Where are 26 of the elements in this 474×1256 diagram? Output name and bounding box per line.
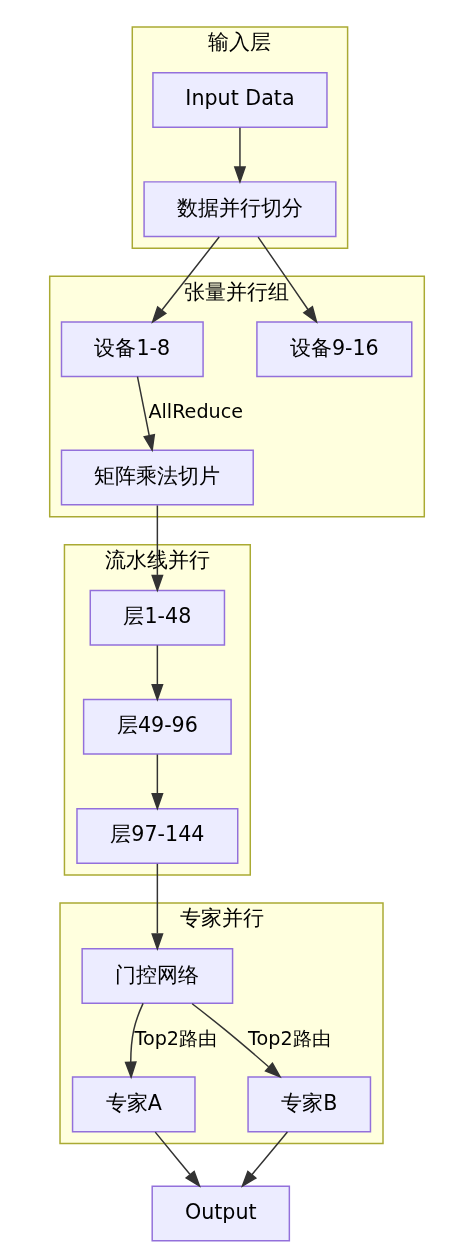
arrow bbox=[136, 375, 156, 453]
node-box: 设备9-16 bbox=[256, 321, 413, 378]
node-box: Input Data bbox=[152, 72, 328, 129]
edge-label: Top2路由 bbox=[248, 1027, 331, 1051]
node-box: 设备1-8 bbox=[60, 321, 204, 378]
arrow bbox=[124, 1002, 144, 1080]
arrow bbox=[233, 127, 247, 184]
edge-label: Top2路由 bbox=[134, 1027, 218, 1051]
arrow bbox=[154, 1131, 201, 1188]
node-box: Output bbox=[151, 1185, 291, 1242]
node-box: 层1-48 bbox=[89, 589, 226, 646]
node-box: 门控网络 bbox=[81, 948, 234, 1005]
node-box: 数据并行切分 bbox=[143, 181, 337, 238]
node-box: 专家A bbox=[71, 1076, 196, 1133]
edge-label: AllReduce bbox=[148, 400, 244, 424]
arrow bbox=[191, 1003, 282, 1079]
arrow bbox=[257, 236, 318, 324]
arrow bbox=[151, 236, 220, 324]
node-box: 矩阵乘法切片 bbox=[60, 449, 254, 506]
arrow bbox=[151, 863, 164, 951]
arrow bbox=[240, 1131, 289, 1188]
arrow bbox=[151, 753, 164, 811]
node-box: 层97-144 bbox=[76, 807, 239, 864]
node-box: 层49-96 bbox=[82, 698, 232, 755]
node-box: 专家B bbox=[247, 1076, 372, 1133]
arrow bbox=[151, 644, 164, 702]
